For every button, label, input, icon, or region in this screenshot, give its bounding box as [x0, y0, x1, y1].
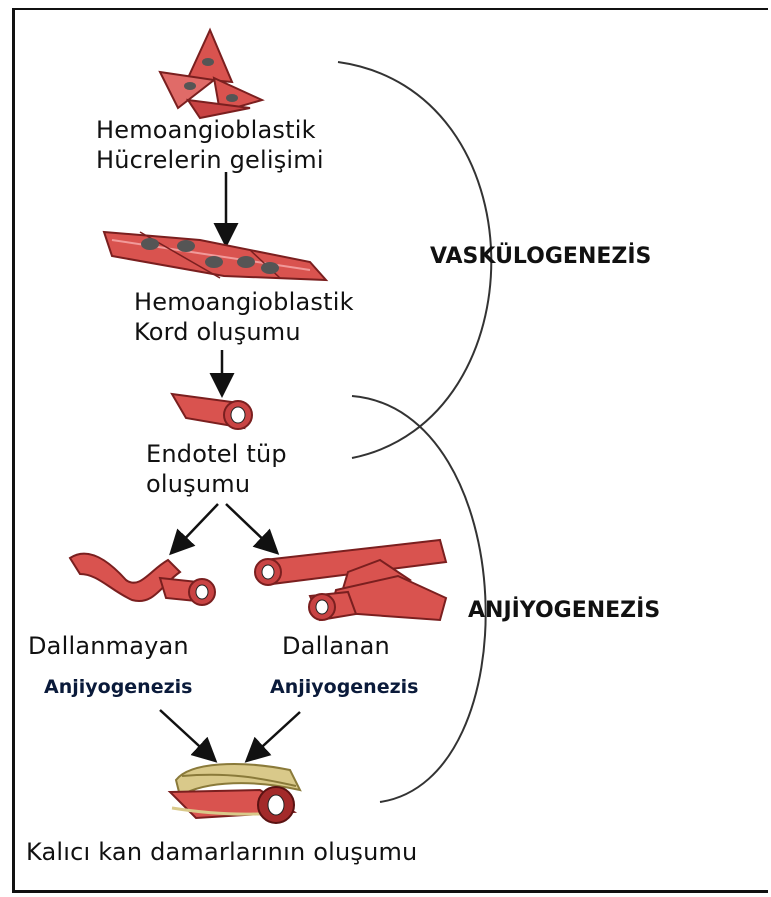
stage-tube-line2: oluşumu — [146, 470, 250, 499]
stage-cord-line2: Kord oluşumu — [134, 318, 301, 347]
branching-vessel-illustration — [255, 540, 446, 620]
stage-final: Kalıcı kan damarlarının oluşumu — [26, 838, 417, 867]
hemoangioblast-cells-illustration — [160, 30, 262, 118]
stage-cord-line1: Hemoangioblastik — [134, 288, 354, 317]
mature-vessel-illustration — [170, 764, 300, 823]
nonbranching-angiogenesis-label: Anjiyogenezis — [44, 676, 192, 699]
hemoangioblast-cord-illustration — [104, 232, 326, 280]
nonbranching-vessel-illustration — [70, 554, 215, 605]
branching-angiogenesis-label: Anjiyogenezis — [270, 676, 418, 699]
stage-nonbranching: Dallanmayan — [28, 632, 189, 661]
stage-tube-line1: Endotel tüp — [146, 440, 287, 469]
stage-branching: Dallanan — [282, 632, 390, 661]
stage-cells-line2: Hücrelerin gelişimi — [96, 146, 324, 175]
endothelial-tube-illustration — [172, 394, 252, 429]
phase-vasculogenesis: VASKÜLOGENEZİS — [430, 244, 651, 270]
phase-angiogenesis: ANJİYOGENEZİS — [468, 598, 660, 624]
stage-cells-line1: Hemoangioblastik — [96, 116, 316, 145]
